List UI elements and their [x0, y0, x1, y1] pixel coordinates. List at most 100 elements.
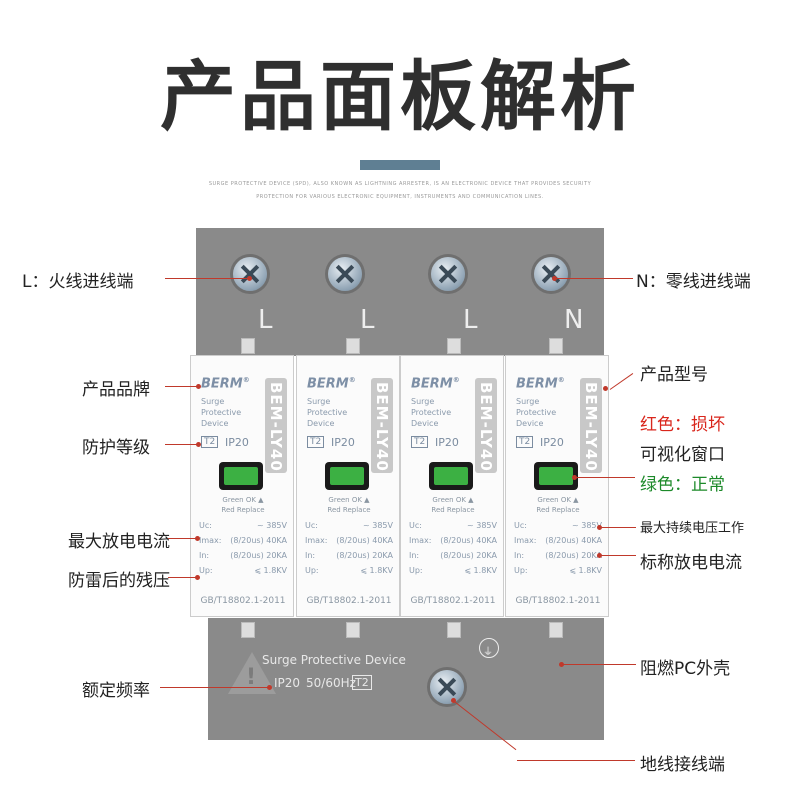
spec-row: Uc:~ 385V: [305, 521, 393, 530]
red-replace-text: Red Replace: [431, 506, 475, 514]
leader-line: [600, 555, 636, 556]
leader-dot: [196, 384, 201, 389]
brand-logo: BERM®: [516, 376, 565, 392]
registered-mark: ®: [557, 376, 565, 384]
leader-line: [609, 373, 634, 390]
status-window: [325, 462, 369, 490]
spec-list: Uc:~ 385V Imax:(8/20us) 40KA In:(8/20us)…: [514, 518, 602, 578]
label-window: 可视化窗口: [640, 445, 725, 465]
bottom-product-name: Surge Protective Device: [262, 653, 406, 667]
label-max-discharge: 最大放电电流: [68, 532, 170, 552]
spec-row: Imax:(8/20us) 40KA: [409, 536, 497, 545]
red-replace-text: Red Replace: [536, 506, 580, 514]
pole-letter-3: L: [463, 305, 478, 335]
registered-mark: ®: [452, 376, 460, 384]
ip-rating: IP20: [435, 436, 459, 449]
module-clip: [549, 338, 563, 354]
label-ground: 地线接线端: [640, 755, 725, 775]
module-clip: [346, 338, 360, 354]
spec-row: In:(8/20us) 20KA: [514, 551, 602, 560]
label-red-state: 红色：损坏: [640, 415, 725, 435]
bottom-frequency: 50/60Hz: [306, 676, 356, 690]
spec-row: Up:⩽ 1.8KV: [305, 566, 393, 575]
spec-row: Up:⩽ 1.8KV: [409, 566, 497, 575]
spec-list: Uc:~ 385V Imax:(8/20us) 40KA In:(8/20us)…: [199, 518, 287, 578]
leader-dot: [597, 525, 602, 530]
ground-screw: [430, 670, 464, 704]
green-ok-text: Green OK ▲: [432, 496, 474, 504]
class-badge: T2: [516, 436, 534, 448]
module-clip: [447, 338, 461, 354]
label-n-terminal: N：零线进线端: [636, 272, 751, 292]
module-clip: [549, 622, 563, 638]
status-window: [219, 462, 263, 490]
leader-dot: [247, 276, 252, 281]
module-description: Surge Protective Device: [307, 397, 348, 428]
module-description: Surge Protective Device: [201, 397, 242, 428]
warning-exclamation-icon: !: [246, 665, 257, 690]
leader-dot: [195, 575, 200, 580]
green-ok-text: Green OK ▲: [222, 496, 264, 504]
brand-logo: BERM®: [411, 376, 460, 392]
leader-line: [517, 760, 635, 761]
spd-module-2: BERM® Surge Protective Device BEM-LY40 T…: [296, 355, 400, 617]
ip-rating: IP20: [540, 436, 564, 449]
spec-row: Imax:(8/20us) 40KA: [514, 536, 602, 545]
label-brand: 产品品牌: [82, 380, 150, 400]
leader-dot: [267, 685, 272, 690]
label-model: 产品型号: [640, 365, 708, 385]
model-badge: BEM-LY40: [265, 378, 287, 473]
label-max-voltage: 最大持续电压工作: [640, 521, 745, 536]
label-protection: 防护等级: [82, 438, 150, 458]
module-clip: [241, 622, 255, 638]
leader-line: [168, 538, 198, 539]
standard-text: GB/T18802.1-2011: [200, 596, 286, 606]
label-frequency: 额定频率: [82, 681, 150, 701]
leader-line: [165, 278, 250, 279]
leader-dot: [603, 386, 608, 391]
module-clip: [241, 338, 255, 354]
status-indicator-green: [434, 467, 468, 485]
spec-row: Up:⩽ 1.8KV: [514, 566, 602, 575]
module-clip: [346, 622, 360, 638]
terminal-screw-2: [328, 257, 362, 291]
label-l-terminal: L：火线进线端: [22, 272, 134, 292]
leader-line: [160, 687, 270, 688]
class-badge: T2: [411, 436, 429, 448]
label-green-state: 绿色：正常: [640, 475, 725, 495]
ground-symbol-icon: ⏚: [479, 638, 499, 658]
leader-dot: [572, 475, 577, 480]
leader-line: [165, 444, 199, 445]
status-indicator-green: [224, 467, 258, 485]
spec-row: Uc:~ 385V: [409, 521, 497, 530]
spec-list: Uc:~ 385V Imax:(8/20us) 40KA In:(8/20us)…: [305, 518, 393, 578]
spec-row: Imax:(8/20us) 40KA: [199, 536, 287, 545]
fine-print-line-2: PROTECTION FOR VARIOUS ELECTRONIC EQUIPM…: [256, 194, 544, 200]
model-badge: BEM-LY40: [580, 378, 602, 473]
registered-mark: ®: [242, 376, 250, 384]
spd-module-1: BERM® Surge Protective Device BEM-LY40 T…: [190, 355, 294, 617]
red-replace-text: Red Replace: [221, 506, 265, 514]
model-badge: BEM-LY40: [475, 378, 497, 473]
pole-letter-1: L: [258, 305, 273, 335]
standard-text: GB/T18802.1-2011: [410, 596, 496, 606]
module-description: Surge Protective Device: [516, 397, 557, 428]
green-ok-text: Green OK ▲: [328, 496, 370, 504]
ip-rating: IP20: [331, 436, 355, 449]
pole-letter-4: N: [564, 305, 584, 335]
ip-rating: IP20: [225, 436, 249, 449]
leader-dot: [451, 698, 456, 703]
registered-mark: ®: [348, 376, 356, 384]
leader-line: [165, 386, 199, 387]
spec-row: Up:⩽ 1.8KV: [199, 566, 287, 575]
standard-text: GB/T18802.1-2011: [306, 596, 392, 606]
leader-dot: [195, 536, 200, 541]
leader-dot: [196, 442, 201, 447]
brand-logo: BERM®: [201, 376, 250, 392]
spec-row: In:(8/20us) 20KA: [409, 551, 497, 560]
leader-line: [555, 278, 633, 279]
top-terminal-panel: [196, 228, 604, 356]
bottom-class: T2: [352, 675, 372, 690]
status-window: [534, 462, 578, 490]
label-residual: 防雷后的残压: [68, 571, 170, 591]
